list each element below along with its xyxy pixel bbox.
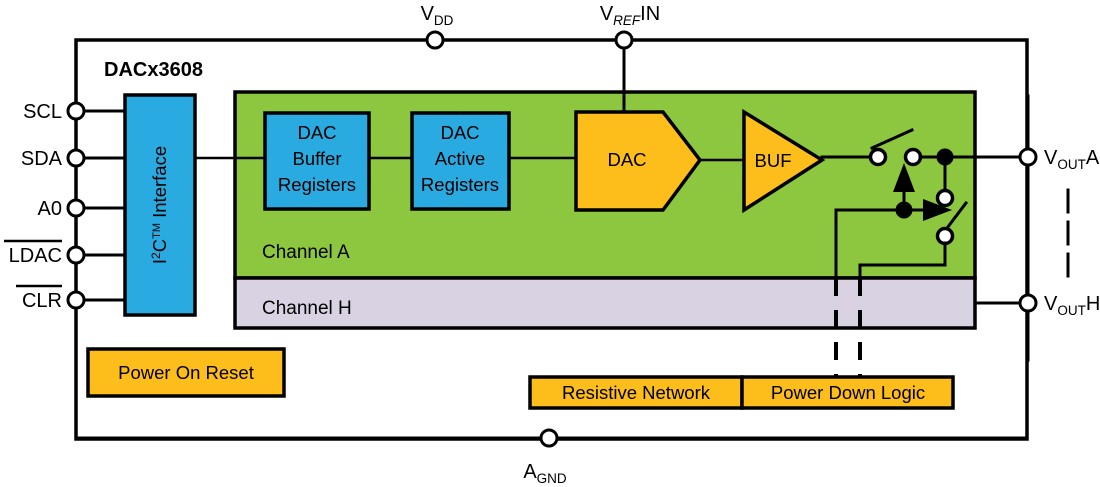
control-arrow-up-head (893, 163, 915, 192)
switch-bottom-lower-terminal[interactable] (935, 226, 955, 246)
switch-top-right-terminal[interactable] (903, 147, 923, 167)
pin-scl[interactable] (66, 101, 86, 121)
dac-buffer-registers-block (263, 111, 371, 211)
wire-control-bus-left (834, 208, 906, 280)
dac-core-label: DAC (607, 149, 646, 170)
pin-label-vdd: VDD (421, 3, 454, 28)
pin-label-ldac: LDAC (9, 245, 62, 267)
wire-lower-switch-to-control-bus (858, 241, 947, 280)
switch-top-blade[interactable] (870, 128, 914, 150)
resistive-network-block (528, 375, 744, 410)
channel-h-region (233, 276, 977, 330)
dac-active-registers-line3: Registers (421, 174, 499, 195)
device-title: DACx3608 (104, 59, 203, 81)
dac-active-registers-block (410, 111, 511, 211)
pin-vdd[interactable] (425, 30, 445, 50)
pin-agnd[interactable] (539, 428, 559, 448)
pin-label-a0: A0 (38, 198, 62, 220)
pin-sda[interactable] (66, 148, 86, 168)
power-down-logic-block (740, 375, 955, 410)
dac-buffer-registers-line2: Buffer (292, 148, 341, 169)
channel-a-label: Channel A (262, 242, 350, 263)
power-on-reset-block (86, 347, 286, 398)
pin-ldac[interactable] (66, 245, 86, 265)
dac-active-registers-line1: DAC (440, 122, 479, 143)
channel-h-label: Channel H (262, 298, 352, 319)
pin-label-vouth: VOUTH (1044, 293, 1100, 318)
power-down-logic-label: Power Down Logic (771, 382, 925, 403)
i2c-interface-block (123, 93, 197, 317)
switch-bottom-upper-terminal[interactable] (935, 188, 955, 208)
buf-amplifier-block (742, 108, 826, 214)
control-arrow-right-head (923, 199, 952, 221)
i2c-interface-label: I2CTM Interface (149, 146, 170, 264)
pin-label-vouta: VOUTA (1044, 147, 1100, 172)
pin-label-scl: SCL (23, 101, 62, 123)
pin-label-vrefin: VREFIN (600, 3, 660, 28)
power-on-reset-label: Power On Reset (118, 362, 254, 383)
pin-vouth[interactable] (1018, 293, 1038, 313)
switch-top-left-terminal[interactable] (868, 147, 888, 167)
pin-vrefin[interactable] (614, 30, 634, 50)
dac-buffer-registers-line1: DAC (297, 122, 336, 143)
dac-core-block (574, 110, 703, 212)
pin-label-sda: SDA (21, 148, 63, 170)
pin-label-clr: CLR (22, 290, 62, 312)
pin-vouta[interactable] (1018, 147, 1038, 167)
pin-label-agnd: AGND (523, 461, 567, 486)
pin-clr[interactable] (66, 290, 86, 310)
dac-active-registers-line2: Active (435, 148, 485, 169)
buf-amplifier-label: BUF (755, 150, 792, 171)
dac-buffer-registers-line3: Registers (278, 174, 356, 195)
resistive-network-label: Resistive Network (562, 382, 711, 403)
pin-a0[interactable] (66, 198, 86, 218)
